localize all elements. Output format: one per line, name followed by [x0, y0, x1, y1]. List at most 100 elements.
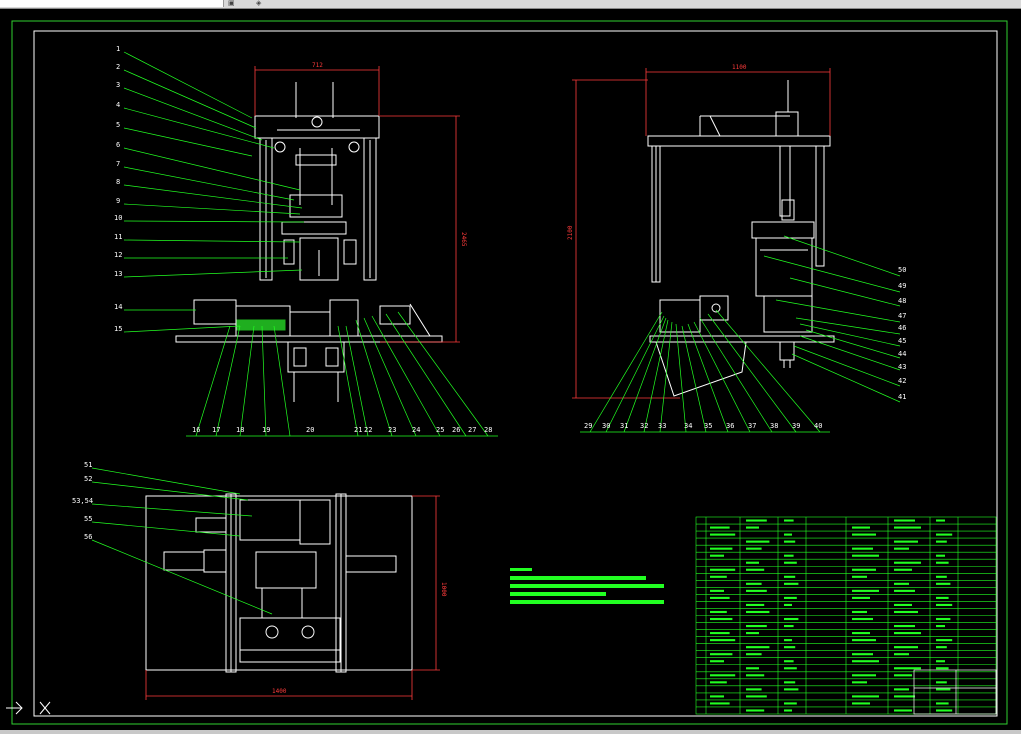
svg-text:16: 16: [192, 426, 200, 434]
svg-text:15: 15: [114, 325, 122, 333]
svg-text:11: 11: [114, 233, 122, 241]
parts-table-cell-text: [852, 653, 873, 656]
front-view: [175, 82, 443, 402]
parts-table-cell-text: [746, 695, 767, 698]
svg-text:32: 32: [640, 422, 648, 430]
svg-text:22: 22: [364, 426, 372, 434]
svg-text:33: 33: [658, 422, 666, 430]
svg-text:36: 36: [726, 422, 734, 430]
parts-table-cell-text: [746, 709, 765, 712]
svg-text:12: 12: [114, 251, 122, 259]
svg-text:5: 5: [116, 121, 120, 129]
parts-table-cell-text: [784, 603, 792, 607]
parts-table-cell-text: [852, 554, 879, 557]
parts-table-cell-text: [852, 596, 870, 599]
svg-text:39: 39: [792, 422, 800, 430]
parts-table-cell-text: [746, 674, 765, 677]
parts-table-cell-text: [784, 624, 794, 628]
svg-text:26: 26: [452, 426, 460, 434]
svg-text:44: 44: [898, 350, 906, 358]
parts-table-cell-text: [784, 582, 799, 585]
side-width-dim: 1100: [732, 64, 747, 71]
top-dimensions: [145, 495, 440, 700]
svg-text:6: 6: [116, 141, 120, 149]
svg-text:4: 4: [116, 101, 120, 109]
parts-table-cell-text: [710, 639, 736, 642]
front-callouts-left: 1 2 3 4 5 6 7 8 9 10 11 12 13 14 15: [114, 45, 122, 333]
parts-table-cell-text: [936, 702, 949, 705]
parts-table-cell-text: [936, 519, 945, 522]
parts-table-cell-text: [710, 526, 730, 529]
parts-table-cell-text: [784, 639, 792, 642]
parts-table-cell-text: [784, 533, 792, 536]
parts-table-cell-text: [746, 603, 765, 607]
svg-text:27: 27: [468, 426, 476, 434]
svg-text:50: 50: [898, 266, 906, 274]
side-height-dim: 2100: [567, 225, 574, 240]
parts-table-cell-text: [852, 533, 876, 536]
parts-table-cell-text: [936, 596, 949, 599]
top-height-dim: 1000: [440, 582, 447, 597]
parts-table-cell-text: [746, 688, 762, 691]
parts-table-cell-text: [710, 533, 736, 536]
parts-table-cell-text: [746, 540, 770, 543]
parts-table-cell-text: [746, 610, 770, 614]
parts-table-cell-text: [936, 603, 953, 607]
svg-text:13: 13: [114, 270, 122, 278]
svg-text:28: 28: [484, 426, 492, 434]
side-leaders-bottom: [580, 309, 830, 433]
parts-table-cell-text: [746, 589, 767, 592]
parts-table-cell-text: [784, 646, 796, 649]
parts-table-cell-text: [746, 624, 767, 628]
folder-icon[interactable]: ▣: [228, 0, 235, 7]
settings-icon[interactable]: ◈: [256, 0, 262, 7]
parts-table-cell-text: [710, 547, 733, 550]
svg-text:31: 31: [620, 422, 628, 430]
parts-table-cell-text: [784, 575, 796, 578]
side-view: [647, 80, 835, 397]
svg-text:46: 46: [898, 324, 906, 332]
svg-text:21: 21: [354, 426, 362, 434]
svg-text:10: 10: [114, 214, 122, 222]
svg-text:40: 40: [814, 422, 822, 430]
front-dimensions: [254, 66, 460, 343]
parts-table-cell-text: [852, 674, 876, 677]
command-field[interactable]: [0, 0, 224, 7]
parts-table-cell-text: [936, 554, 945, 557]
svg-text:53,54: 53,54: [72, 497, 93, 505]
svg-text:29: 29: [584, 422, 592, 430]
parts-table-cell-text: [936, 582, 951, 585]
parts-table-cell-text: [784, 554, 794, 557]
front-callouts-bottom: 16 17 18 19 20 21 22 23 24 25 26 27 28: [192, 426, 492, 434]
front-height-dim: 2465: [460, 232, 467, 247]
svg-text:47: 47: [898, 312, 906, 320]
parts-table-cell-text: [894, 603, 912, 607]
parts-table-cell-text: [936, 540, 947, 543]
parts-table-cell-text: [710, 660, 724, 663]
parts-table-cell-text: [894, 667, 921, 670]
parts-table-cell-text: [746, 667, 759, 670]
parts-table-cell-text: [784, 596, 797, 599]
parts-table-cell-text: [710, 617, 733, 621]
parts-table-cell-text: [936, 709, 953, 712]
parts-table-cell-text: [746, 561, 759, 564]
parts-table-cell-text: [746, 632, 759, 635]
parts-table-cell-text: [894, 709, 912, 712]
technical-notes: [510, 568, 664, 604]
parts-table-cell-text: [784, 660, 794, 663]
parts-table-cell-text: [894, 653, 909, 656]
side-callouts-bottom: 29 30 31 32 33 34 35 36 37 38 39 40: [584, 422, 822, 430]
parts-table-cell-text: [784, 681, 796, 684]
svg-text:24: 24: [412, 426, 420, 434]
parts-table-cell-text: [710, 610, 727, 614]
parts-table-cell-text: [710, 674, 736, 677]
parts-table-cell-text: [746, 547, 762, 550]
parts-table-cell-text: [784, 667, 797, 670]
top-leaders: [91, 467, 273, 615]
svg-text:37: 37: [748, 422, 756, 430]
parts-table-cell-text: [710, 695, 724, 698]
parts-table-cell-text: [936, 681, 947, 684]
parts-table-cell-text: [852, 632, 870, 635]
ucs-icon: [6, 701, 51, 715]
